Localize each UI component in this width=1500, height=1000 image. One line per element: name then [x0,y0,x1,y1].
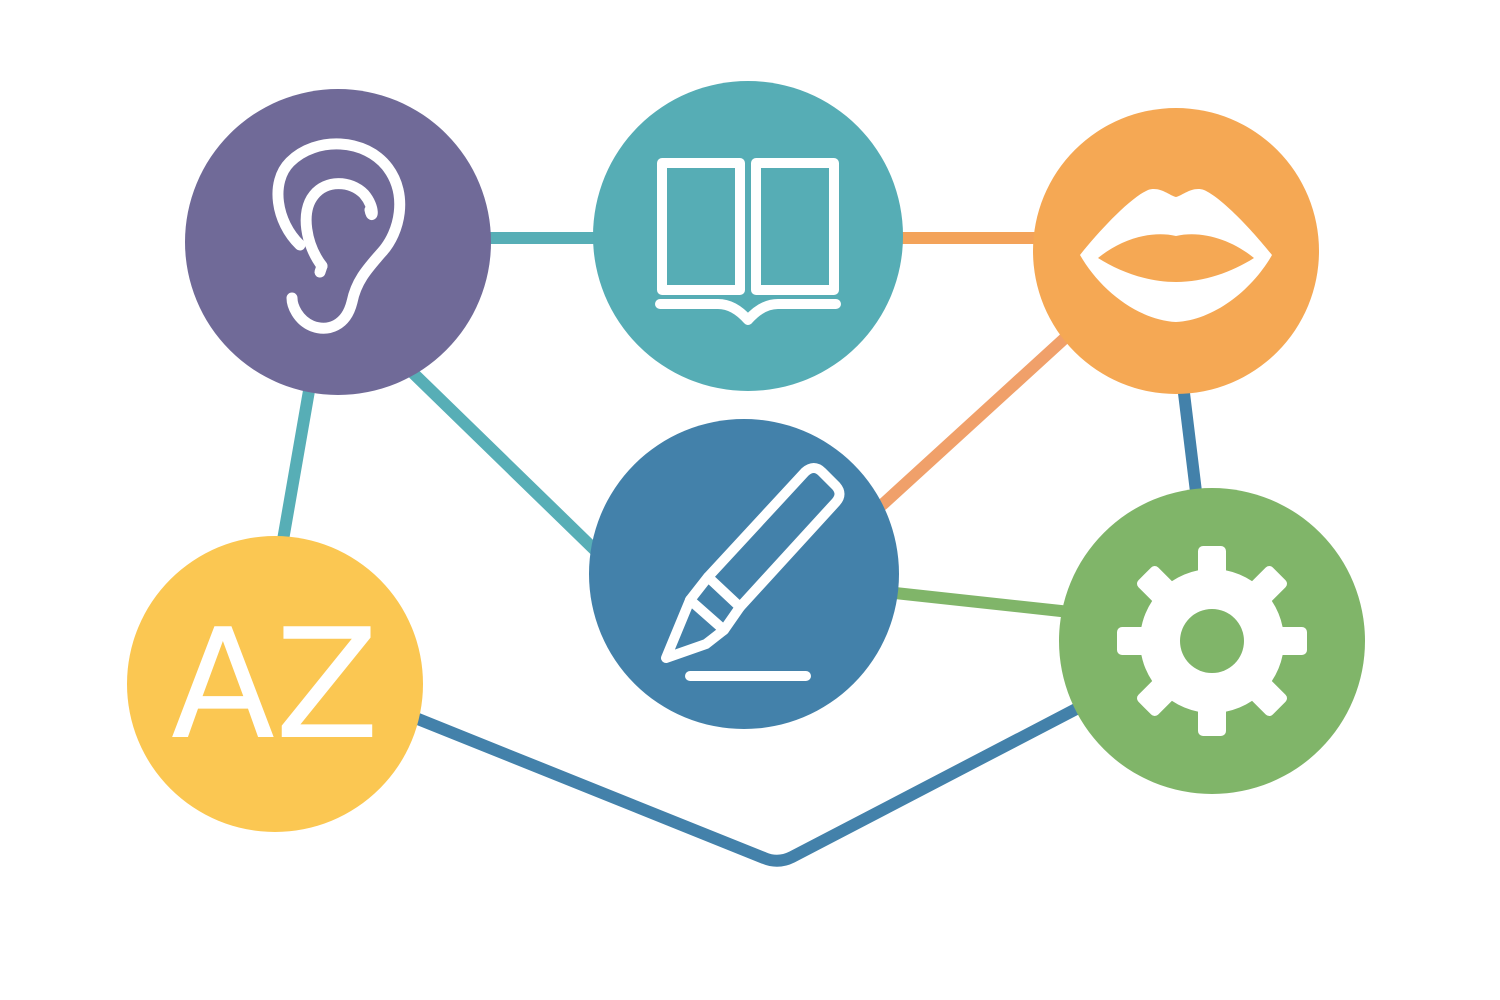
edge-speaking-writing [876,332,1071,511]
edge-writing-grammar [889,587,1076,618]
open-book-icon [655,158,841,325]
lips-icon [1080,189,1272,322]
node-grammar [1059,488,1365,794]
ear-icon [272,138,406,334]
node-reading [593,81,903,391]
node-vocabulary: AZ [127,536,423,832]
edge-listening-vocabulary [277,379,316,546]
edge-listening-writing [406,366,606,561]
node-writing [589,419,899,729]
node-speaking [1033,108,1319,394]
node-listening [185,89,491,395]
edges [277,232,1203,867]
edge-speaking-grammar [1177,379,1203,506]
pen-icon [661,463,845,681]
az-letters-icon: AZ [171,596,379,773]
edge-vocabulary-grammar [412,701,1086,867]
gear-icon [1117,546,1307,736]
